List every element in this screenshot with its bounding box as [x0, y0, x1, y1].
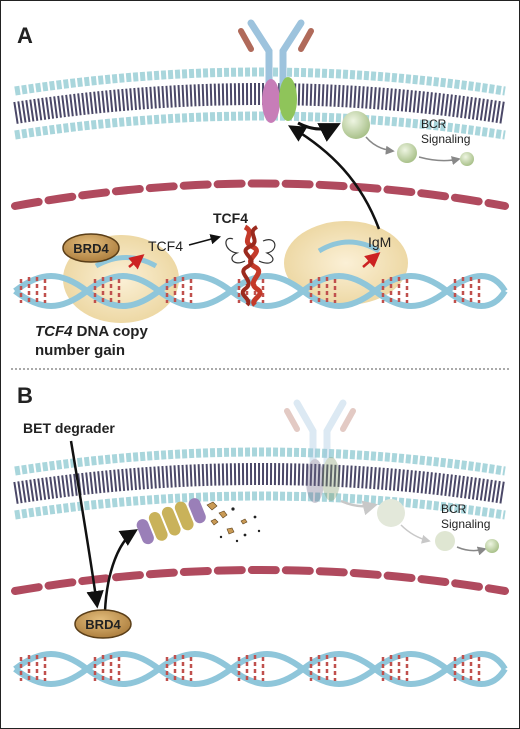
- bet-degrader-label: BET degrader: [23, 420, 115, 436]
- panel-b: B BET degrader BCR Signaling: [11, 383, 509, 687]
- bcr-receptor-a: [238, 19, 314, 123]
- tcf4-protein-structure: [225, 224, 276, 307]
- brd4-protein-b: BRD4: [74, 609, 132, 639]
- degrader-to-brd4-arrow: [69, 440, 104, 609]
- cell-membrane-a: [13, 67, 507, 140]
- bcr-signaling-label-line1: BCR: [421, 117, 447, 131]
- tcf4-transcription-arrow: [128, 254, 145, 270]
- brd4-protein-a: BRD4: [62, 233, 120, 263]
- bcr-signaling-b-label-line2: Signaling: [441, 517, 490, 531]
- panel-b-letter: B: [17, 383, 33, 408]
- tcf4-translation-arrow: [188, 234, 222, 246]
- igm-label: IgM: [368, 234, 391, 250]
- cell-membrane-b: [13, 447, 507, 520]
- proteasome: [136, 498, 206, 545]
- brd4-label-a: BRD4: [73, 241, 109, 256]
- signal-node-2: [397, 143, 417, 163]
- bcr-signaling-b-faded: BCR Signaling: [340, 499, 499, 556]
- igm-transcription-arrow: [362, 252, 381, 268]
- copy-number-gain-label-line2: number gain: [35, 342, 125, 359]
- brd4-to-proteasome-arrow: [103, 529, 138, 612]
- panel-a-letter: A: [17, 23, 33, 48]
- nuclear-envelope-b: [11, 566, 509, 595]
- tcf4-gene-label: TCF4: [148, 238, 183, 254]
- signal-node-3: [460, 152, 474, 166]
- panel-a: A BCR Signaling: [11, 19, 509, 359]
- ig-alpha-subunit: [262, 79, 280, 123]
- bcr-signaling-a: BCR Signaling: [297, 111, 474, 166]
- degraded-protein-fragments: [206, 501, 261, 543]
- ig-beta-subunit: [279, 77, 297, 121]
- nuclear-envelope-a: [11, 179, 509, 210]
- bcr-receptor-b-faded: [284, 399, 356, 503]
- bcr-signaling-label-line2: Signaling: [421, 132, 470, 146]
- copy-number-gain-label-line1: TCF4 DNA copy: [35, 323, 148, 340]
- tcf4-protein-label: TCF4: [213, 210, 248, 226]
- igm-to-bcr-arrow: [287, 125, 381, 230]
- dna-helix-b: [13, 651, 508, 687]
- signal-node-1: [342, 111, 370, 139]
- brd4-label-b: BRD4: [85, 617, 121, 632]
- bcr-signaling-b-label-line1: BCR: [441, 502, 467, 516]
